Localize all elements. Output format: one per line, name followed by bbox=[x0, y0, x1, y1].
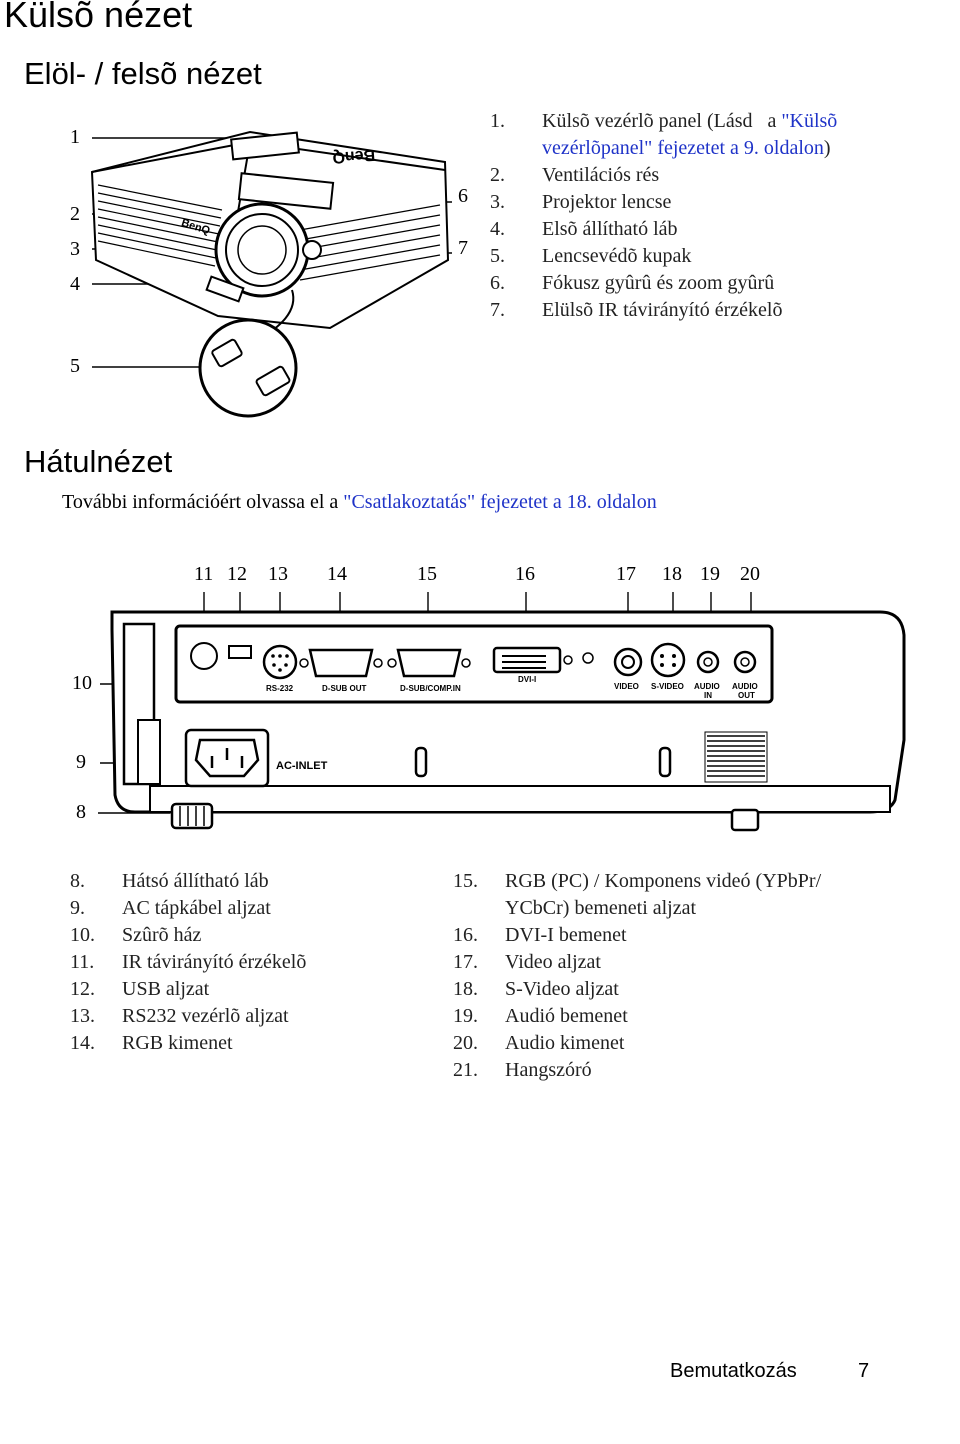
list-item: 4.Elsõ állítható láb bbox=[490, 218, 678, 240]
callout-6: 6 bbox=[458, 185, 468, 207]
callout-4: 4 bbox=[70, 273, 80, 295]
list-item: 13.RS232 vezérlõ aljzat bbox=[70, 1005, 289, 1027]
list-item: 15.RGB (PC) / Komponens videó (YPbPr/ YC… bbox=[453, 870, 822, 919]
rear-parts-list-right: 15.RGB (PC) / Komponens videó (YPbPr/ YC… bbox=[453, 868, 863, 1084]
port-label-ac: AC-INLET bbox=[276, 760, 328, 772]
front-view-heading: Elöl- / felsõ nézet bbox=[24, 56, 262, 91]
callout-13: 13 bbox=[268, 563, 288, 585]
list-item: 6.Fókusz gyûrû és zoom gyûrû bbox=[490, 272, 775, 294]
list-item: 14.RGB kimenet bbox=[70, 1032, 233, 1054]
projector-rear-illustration: RS-232 D-SUB OUT D-SUB/COMP.IN DVI-I VID… bbox=[98, 592, 906, 832]
callout-15: 15 bbox=[417, 563, 437, 585]
footer-page-number: 7 bbox=[858, 1360, 870, 1382]
port-label-rs232: RS-232 bbox=[266, 684, 294, 693]
port-label-dsub-in: D-SUB/COMP.IN bbox=[400, 684, 461, 693]
port-label-dsub-out: D-SUB OUT bbox=[322, 684, 367, 693]
projector-front-illustration: BenQ BenQ bbox=[90, 130, 452, 418]
callout-18: 18 bbox=[662, 563, 682, 585]
list-item: 21.Hangszóró bbox=[453, 1059, 592, 1081]
list-item: 18.S-Video aljzat bbox=[453, 978, 619, 1000]
callout-5: 5 bbox=[70, 355, 80, 377]
callout-7: 7 bbox=[458, 237, 468, 259]
list-item: 10.Szûrõ ház bbox=[70, 924, 202, 946]
list-item: 8.Hátsó állítható láb bbox=[70, 870, 269, 892]
list-item: 11.IR távirányító érzékelõ bbox=[70, 951, 307, 973]
brand-label-top: BenQ bbox=[332, 146, 376, 166]
list-item: 17.Video aljzat bbox=[453, 951, 601, 973]
list-item: 3.Projektor lencse bbox=[490, 191, 672, 213]
callout-19: 19 bbox=[700, 563, 720, 585]
callout-8: 8 bbox=[76, 801, 86, 823]
port-label-svideo: S-VIDEO bbox=[651, 682, 684, 691]
port-label-audio-out-sub: OUT bbox=[738, 691, 755, 700]
callout-9: 9 bbox=[76, 751, 86, 773]
list-item: 2.Ventilációs rés bbox=[490, 164, 660, 186]
callout-20: 20 bbox=[740, 563, 760, 585]
footer-section-name: Bemutatkozás bbox=[670, 1360, 797, 1382]
callout-17: 17 bbox=[616, 563, 636, 585]
list-item: 9.AC tápkábel aljzat bbox=[70, 897, 271, 919]
callout-12: 12 bbox=[227, 563, 247, 585]
port-label-video: VIDEO bbox=[614, 682, 639, 691]
port-label-audio-in: AUDIO bbox=[694, 682, 720, 691]
callout-16: 16 bbox=[515, 563, 535, 585]
list-item: 16.DVI-I bemenet bbox=[453, 924, 627, 946]
rear-parts-list-left: 8.Hátsó állítható láb 9.AC tápkábel aljz… bbox=[70, 868, 430, 1057]
list-item: 12.USB aljzat bbox=[70, 978, 210, 1000]
list-item: 1. Külsõ vezérlõ panel (Lásd a "Külsõ ve… bbox=[490, 110, 838, 159]
callout-2: 2 bbox=[70, 203, 80, 225]
callout-10: 10 bbox=[72, 672, 92, 694]
callout-3: 3 bbox=[70, 238, 80, 260]
port-label-audio-in-sub: IN bbox=[704, 691, 712, 700]
port-label-audio-out: AUDIO bbox=[732, 682, 758, 691]
callout-1: 1 bbox=[70, 126, 80, 148]
front-parts-list: 1. Külsõ vezérlõ panel (Lásd a "Külsõ ve… bbox=[490, 108, 910, 324]
list-item: 7.Elülsõ IR távirányító érzékelõ bbox=[490, 299, 783, 321]
connection-chapter-link[interactable]: "Csatlakoztatás" fejezetet a 18. oldalon bbox=[343, 491, 657, 513]
page-title: Külsõ nézet bbox=[4, 0, 193, 35]
chapter-link[interactable]: "Külsõ vezérlõpanel" fejezetet a 9. olda… bbox=[542, 110, 838, 159]
rear-view-heading: Hátulnézet bbox=[24, 444, 173, 479]
rear-intro: További információért olvassa el a "Csat… bbox=[62, 491, 657, 513]
callout-11: 11 bbox=[194, 563, 214, 585]
list-item: 5.Lencsevédõ kupak bbox=[490, 245, 692, 267]
port-label-dvi: DVI-I bbox=[518, 675, 536, 684]
callout-14: 14 bbox=[327, 563, 347, 585]
list-item: 19.Audió bemenet bbox=[453, 1005, 628, 1027]
list-item: 20.Audio kimenet bbox=[453, 1032, 625, 1054]
